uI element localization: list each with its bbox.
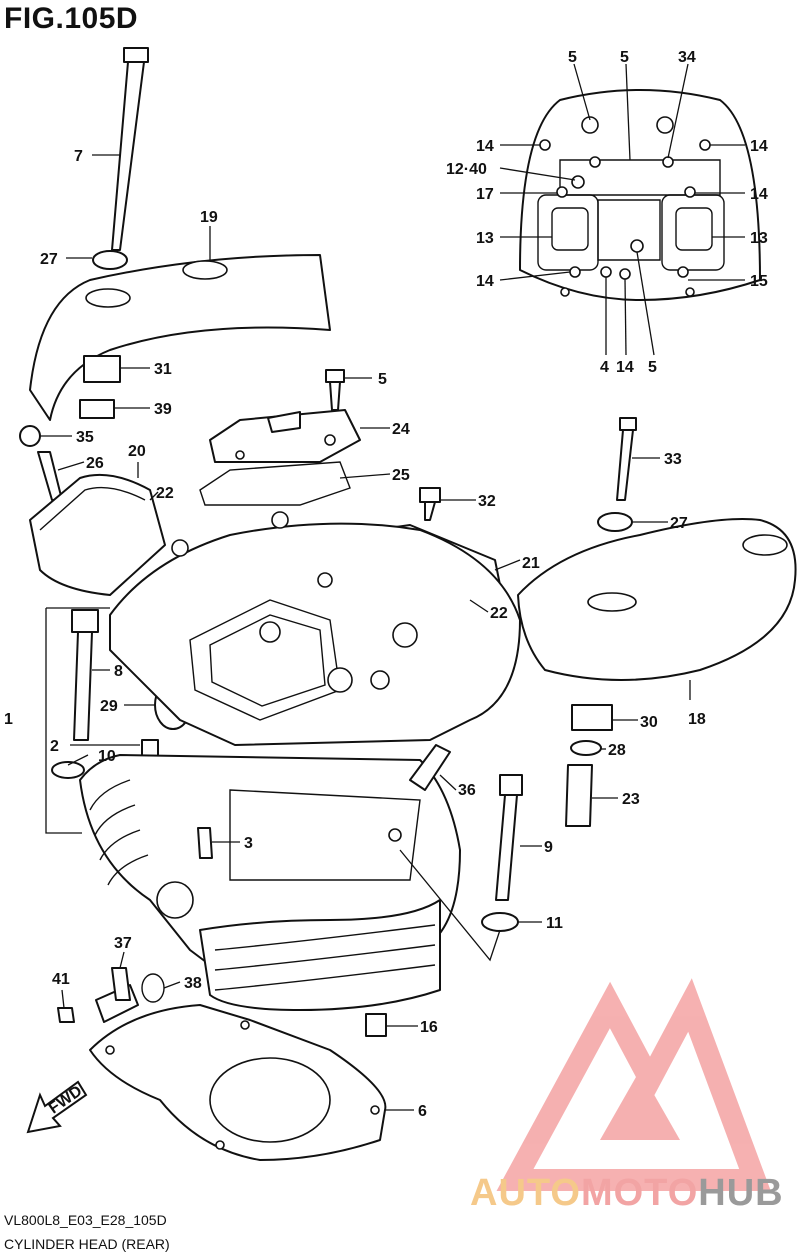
figure-title: FIG.105D [4,2,139,35]
callout-38: 38 [184,975,202,992]
inset-callout-14a: 14 [476,138,494,155]
bolt-33 [616,417,637,501]
inset-callout-12-40: 12·40 [446,161,487,178]
spacer-23 [565,764,593,827]
cylinder-head [79,511,521,1011]
callout-10: 10 [98,748,116,765]
bracket-9-11 [399,849,501,962]
bolt-35 [19,425,41,447]
inset-callout-5a: 5 [568,49,577,66]
callout-23: 23 [622,791,640,808]
callout-18: 18 [688,711,706,728]
grommet-27-left [92,250,128,270]
inset-callout-14d: 14 [476,273,494,290]
callout-3: 3 [244,835,253,852]
bolt-5 [325,369,345,411]
callout-6: 6 [418,1103,427,1120]
inset-callout-5c: 5 [648,359,657,376]
callout-27-left: 27 [40,251,58,268]
callout-32: 32 [478,493,496,510]
inset-callout-13a: 13 [476,230,494,247]
callout-39: 39 [154,401,172,418]
watermark-hub: HUB [698,1172,784,1214]
callouts: 7 19 27 31 39 35 26 20 22 5 24 25 32 33 … [4,49,768,1120]
callout-31: 31 [154,361,172,378]
callout-28: 28 [608,742,626,759]
leader-lines [40,63,745,1111]
inset-cover-plate [519,89,761,301]
cap-39 [79,399,115,419]
fwd-arrow-icon: FWD [26,1080,88,1134]
callout-37: 37 [114,935,132,952]
callout-20: 20 [128,443,146,460]
callout-33: 33 [664,451,682,468]
bolt-9 [495,774,523,901]
bracket-1 [45,607,110,834]
bolt-32 [419,487,441,521]
callout-36: 36 [458,782,476,799]
inset-callout-4: 4 [600,359,609,376]
callout-30: 30 [640,714,658,731]
inset-callout-14e: 14 [616,359,634,376]
inset-callout-5b: 5 [620,49,629,66]
diagram-code: VL800L8_E03_E28_105D [4,1212,167,1228]
o-ring-38 [141,973,165,1003]
callout-16: 16 [420,1019,438,1036]
callout-19: 19 [200,209,218,226]
watermark-auto: AUTO [470,1172,581,1214]
cap-20-gasket-22 [29,473,166,596]
watermark-brand: AUTOMOTOHUB [470,1172,784,1215]
cylinder-cover-left [29,254,331,421]
dowel-16 [365,1013,387,1037]
washer-10 [51,761,85,779]
grommet-31 [83,355,121,383]
callout-29: 29 [100,698,118,715]
spark-plug-36 [409,744,451,791]
callout-21: 21 [522,555,540,572]
callout-25: 25 [392,467,410,484]
inset-callout-13b: 13 [750,230,768,247]
callout-26: 26 [86,455,104,472]
washer-28 [570,740,602,756]
callout-8: 8 [114,663,123,680]
stud-3 [197,827,213,859]
bolt-26 [37,451,63,501]
inset-callout-15: 15 [750,273,768,290]
callout-5: 5 [378,371,387,388]
callout-7: 7 [74,148,83,165]
inset-callout-14c: 14 [750,186,768,203]
callout-22-left: 22 [156,485,174,502]
inset-callout-17: 17 [476,186,494,203]
callout-27-right: 27 [670,515,688,532]
callout-1: 1 [4,711,13,728]
grommet-30 [571,704,613,731]
clamp-37 [111,967,131,1001]
diagram-caption: CYLINDER HEAD (REAR) [4,1236,170,1252]
head-gasket-6 [89,1004,387,1161]
inset-callout-34: 34 [678,49,696,66]
callout-41: 41 [52,971,70,988]
cover-24-gasket-25 [199,409,361,506]
callout-22-right: 22 [490,605,508,622]
callout-11: 11 [546,915,563,932]
inset-callout-14b: 14 [750,138,768,155]
callout-9: 9 [544,839,553,856]
bolt-7 [111,47,149,251]
cylinder-cover-right [517,518,797,681]
washer-11 [481,912,519,932]
callout-2: 2 [50,738,59,755]
watermark-logo [496,978,771,1191]
callout-24: 24 [392,421,410,438]
callout-35: 35 [76,429,94,446]
watermark-moto: MOTO [580,1172,699,1214]
bolt-41 [57,1007,75,1023]
bolt-8 [71,609,99,741]
grommet-27-right [597,512,633,532]
